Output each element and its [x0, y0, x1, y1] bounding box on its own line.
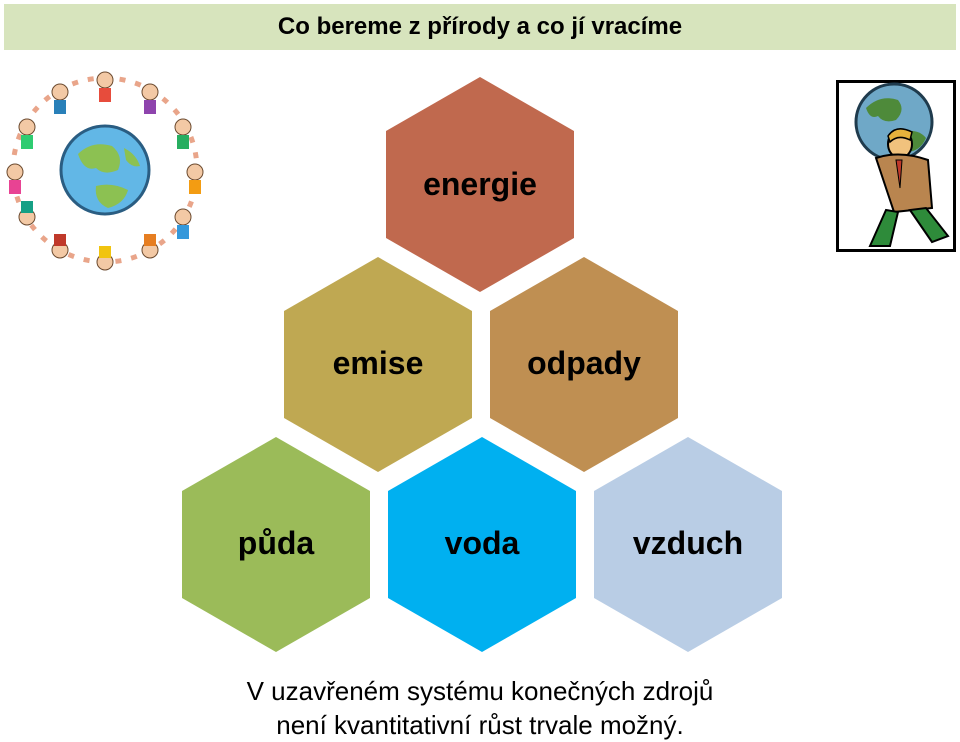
hexagon-vzduch: vzduch: [594, 437, 782, 652]
globe-icon: [59, 124, 151, 216]
hexagon-label: odpady: [527, 345, 641, 381]
hexagon-voda: voda: [388, 437, 576, 652]
hexagon-shape: [386, 77, 574, 292]
man-carrying-globe-illustration: [836, 80, 956, 252]
hexagon-label: voda: [445, 525, 520, 561]
hexagon-emise: emise: [284, 257, 472, 472]
hexagon-label: vzduch: [633, 525, 743, 561]
caption-line-1: V uzavřeném systému konečných zdrojů: [246, 676, 714, 706]
slide-title: Co bereme z přírody a co jí vracíme: [277, 13, 683, 40]
hexagon-shape: [182, 437, 370, 652]
hexagon-puda: půda: [182, 437, 370, 652]
hexagon-label: energie: [423, 166, 537, 202]
hexagon-shape: [594, 437, 782, 652]
hexagon-label: emise: [333, 345, 424, 381]
caption-line-2: není kvantitativní růst trvale možný.: [276, 710, 684, 740]
man-figure: [868, 128, 950, 247]
hexagon-label: půda: [238, 525, 315, 561]
hexagon-energie: energie: [386, 77, 574, 292]
hexagon-odpady: odpady: [490, 257, 678, 472]
hexagon-shape: [284, 257, 472, 472]
hexagon-shape: [490, 257, 678, 472]
title-bar: Co bereme z přírody a co jí vracíme: [4, 4, 956, 50]
hexagon-shape: [388, 437, 576, 652]
children-globe-illustration: [6, 71, 204, 271]
globe-icon: [854, 82, 934, 162]
caption: V uzavřeném systému konečných zdrojů nen…: [0, 674, 960, 742]
children-figures: [6, 71, 204, 271]
